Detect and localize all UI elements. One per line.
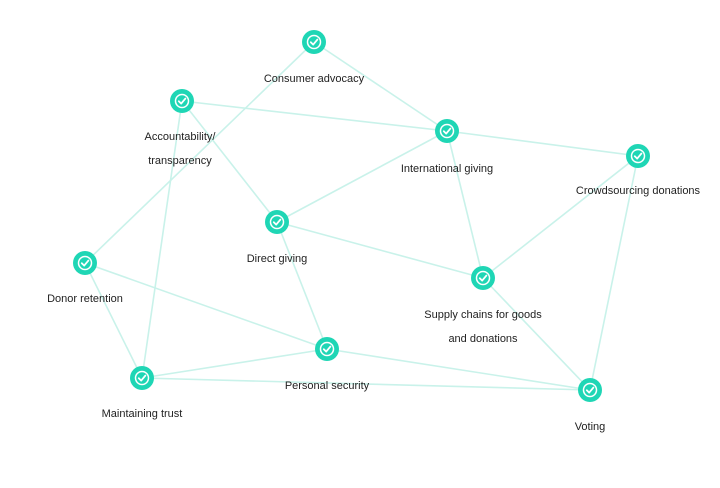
node-label-personal-security: Personal security [285, 380, 370, 392]
edge-international-giving-to-crowdsourcing [446, 130, 639, 157]
check-circle-icon [170, 89, 194, 113]
edge-direct-giving-to-personal-security [276, 221, 328, 350]
check-circle-icon [471, 266, 495, 290]
node-label-direct-giving: Direct giving [247, 253, 308, 265]
edge-crowdsourcing-to-voting [589, 155, 639, 391]
node-voting: Voting [575, 378, 606, 433]
check-circle-icon [265, 210, 289, 234]
node-label-consumer-advocacy: Consumer advocacy [264, 73, 365, 85]
edge-accountability-to-direct-giving [181, 100, 278, 223]
edge-donor-retention-to-maintaining-trust [84, 262, 143, 379]
node-label-supply-chains: Supply chains for goods [424, 309, 542, 321]
node-label-supply-chains: and donations [448, 333, 518, 345]
edge-personal-security-to-voting [326, 348, 591, 391]
edge-accountability-to-international-giving [181, 100, 448, 132]
edge-consumer-advocacy-to-donor-retention [84, 41, 315, 264]
node-consumer-advocacy: Consumer advocacy [264, 30, 365, 85]
node-label-donor-retention: Donor retention [47, 293, 123, 305]
check-circle-icon [435, 119, 459, 143]
check-circle-icon [130, 366, 154, 390]
check-circle-icon [626, 144, 650, 168]
node-accountability: Accountability/transparency [145, 89, 217, 167]
check-circle-icon [315, 337, 339, 361]
check-circle-icon [578, 378, 602, 402]
edge-crowdsourcing-to-supply-chains [482, 155, 639, 279]
node-maintaining-trust: Maintaining trust [102, 366, 183, 420]
edge-personal-security-to-maintaining-trust [141, 348, 328, 379]
edge-accountability-to-maintaining-trust [141, 100, 183, 379]
node-international-giving: International giving [401, 119, 493, 175]
node-label-crowdsourcing: Crowdsourcing donations [576, 185, 701, 197]
edge-consumer-advocacy-to-international-giving [313, 41, 448, 132]
node-label-voting: Voting [575, 421, 606, 433]
edge-layer [84, 41, 639, 391]
edge-maintaining-trust-to-voting [141, 377, 591, 391]
node-donor-retention: Donor retention [47, 251, 123, 305]
node-crowdsourcing: Crowdsourcing donations [576, 144, 701, 197]
check-circle-icon [302, 30, 326, 54]
edge-supply-chains-to-voting [482, 277, 591, 391]
node-label-accountability: Accountability/ [145, 131, 217, 143]
node-direct-giving: Direct giving [247, 210, 308, 265]
node-layer: Consumer advocacyAccountability/transpar… [47, 30, 701, 433]
edge-international-giving-to-direct-giving [276, 130, 448, 223]
node-label-maintaining-trust: Maintaining trust [102, 408, 183, 420]
node-supply-chains: Supply chains for goods and donations [424, 266, 542, 345]
edge-direct-giving-to-supply-chains [276, 221, 484, 279]
check-circle-icon [73, 251, 97, 275]
node-label-accountability: transparency [148, 155, 212, 167]
edge-international-giving-to-supply-chains [446, 130, 484, 279]
node-label-international-giving: International giving [401, 163, 493, 175]
edge-donor-retention-to-personal-security [84, 262, 328, 350]
node-personal-security: Personal security [285, 337, 370, 392]
